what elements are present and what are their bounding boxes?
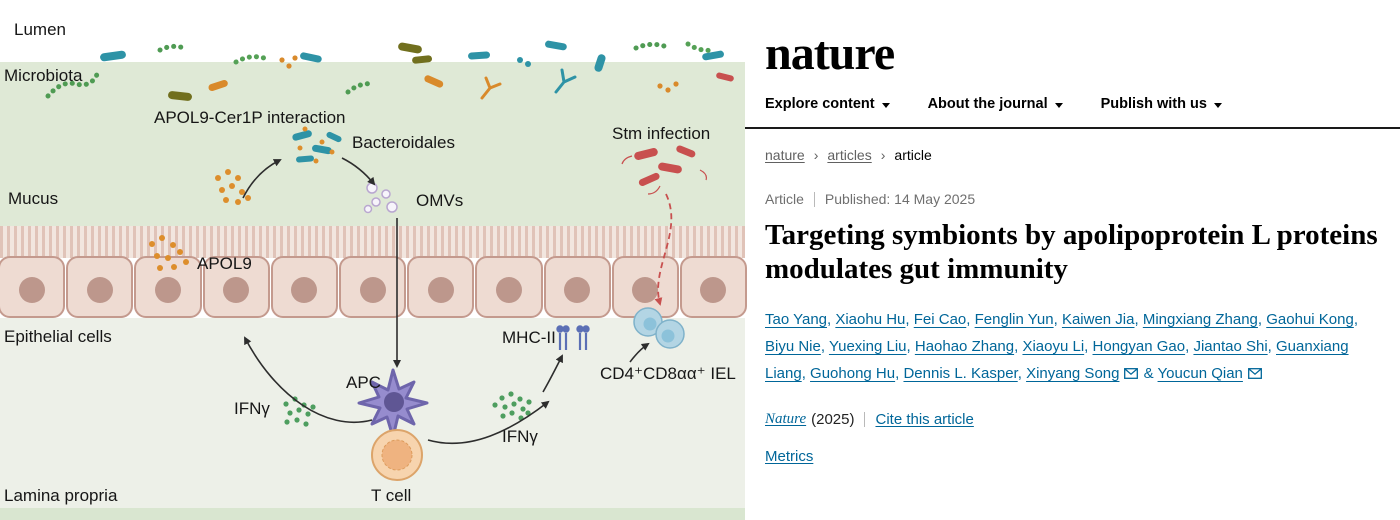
epithelial-cell [543, 256, 611, 318]
page-title: Targeting symbionts by apolipoprotein L … [765, 219, 1378, 285]
label-ifng-left: IFNγ [234, 399, 270, 418]
label-omvs: OMVs [416, 191, 464, 210]
epithelial-cell [679, 256, 748, 318]
epithelial-cell [475, 256, 543, 318]
author-link[interactable]: Fenglin Yun [974, 311, 1054, 329]
author-link[interactable]: Fei Cao [913, 311, 967, 329]
epithelial-cell [202, 256, 270, 318]
nav-label: Publish with us [1100, 96, 1207, 112]
breadcrumb-article: article [894, 147, 932, 163]
nucleus [564, 277, 591, 303]
epithelial-cell [66, 256, 134, 318]
author-link[interactable]: Dennis L. Kasper [903, 365, 1018, 383]
nucleus [427, 277, 454, 303]
email-icon[interactable] [1247, 368, 1262, 380]
label-stm-infection: Stm infection [612, 124, 711, 143]
label-ifng-right: IFNγ [502, 427, 538, 446]
nucleus [495, 277, 522, 303]
label-apol9-cer1p: APOL9-Cer1P interaction [154, 108, 346, 127]
email-icon[interactable] [1124, 368, 1139, 380]
chevron-right-icon: › [880, 147, 886, 163]
figure-panel: Lumen Microbiota APOL9-Cer1P interaction… [0, 20, 748, 520]
label-mucus: Mucus [8, 189, 59, 208]
chevron-down-icon [881, 102, 890, 108]
chevron-down-icon [1054, 102, 1063, 108]
label-bacteroidales: Bacteroidales [352, 133, 456, 152]
nav-label: About the journal [927, 96, 1048, 112]
brush-border-layer [0, 226, 745, 258]
meta-divider [813, 191, 815, 207]
header-nav: Explore content About the journal Publis… [765, 96, 1400, 112]
nucleus [223, 277, 250, 303]
nucleus [86, 277, 113, 303]
epithelial-cell [407, 256, 475, 318]
article-type: Article [765, 191, 804, 207]
nucleus [700, 277, 727, 303]
author-link[interactable]: Xiaohu Hu [835, 311, 906, 329]
nav-about-the-journal[interactable]: About the journal [928, 96, 1063, 112]
nucleus [18, 277, 45, 303]
epithelial-cells-row [0, 256, 748, 318]
author-link[interactable]: Haohao Zhang [914, 338, 1015, 356]
journal-year: (2025) [811, 411, 855, 429]
author-link[interactable]: Yuexing Liu [828, 338, 907, 356]
author-link[interactable]: Guanxiang Liang [765, 338, 1349, 383]
author-link[interactable]: Tao Yang [765, 311, 827, 329]
journal-link[interactable]: Nature [765, 411, 807, 428]
lamina-propria-layer [0, 318, 745, 508]
chevron-down-icon [1213, 102, 1222, 108]
label-iel: CD4⁺CD8αα⁺ IEL [600, 364, 736, 383]
author-link[interactable]: Hongyan Gao [1092, 338, 1186, 356]
label-apc: APC [346, 373, 381, 392]
nucleus [154, 277, 181, 303]
article-meta: Article Published: 14 May 2025 [765, 191, 1400, 207]
author-link[interactable]: Gaohui Kong [1266, 311, 1354, 329]
nucleus [632, 277, 659, 303]
nucleus [359, 277, 386, 303]
author-link[interactable]: Jiantao Shi [1193, 338, 1268, 356]
nav-explore-content[interactable]: Explore content [765, 96, 890, 112]
breadcrumb-articles[interactable]: articles [827, 147, 872, 163]
author-link[interactable]: Youcun Qian [1157, 365, 1243, 383]
epithelial-cell [270, 256, 338, 318]
citation-divider [864, 412, 866, 428]
nature-logo[interactable]: nature [765, 27, 895, 80]
epithelial-cell [0, 256, 66, 318]
nav-label: Explore content [765, 96, 875, 112]
epithelial-cell [611, 256, 679, 318]
article-panel: nature Explore content About the journal… [745, 0, 1400, 520]
published-date: Published: 14 May 2025 [824, 191, 976, 207]
breadcrumb: nature › articles › article [765, 147, 1400, 163]
author-link[interactable]: Xiaoyu Li [1022, 338, 1085, 356]
author-link[interactable]: Biyu Nie [765, 338, 821, 356]
label-mhc2: MHC-II [502, 328, 556, 347]
epithelial-cell [338, 256, 407, 318]
chevron-right-icon: › [813, 147, 819, 163]
metrics-link[interactable]: Metrics [765, 448, 814, 466]
epithelial-cell [134, 256, 202, 318]
header-divider [745, 127, 1400, 129]
nucleus [291, 277, 318, 303]
authors-line: Tao Yang, Xiaohu Hu, Fei Cao, Fenglin Yu… [765, 311, 1358, 383]
breadcrumb-nature[interactable]: nature [765, 147, 805, 163]
citation-line: Nature (2025) Cite this article [765, 411, 1400, 428]
label-apol9: APOL9 [197, 254, 252, 273]
cite-this-article-link[interactable]: Cite this article [875, 411, 974, 429]
author-link[interactable]: Guohong Hu [810, 365, 896, 383]
author-link[interactable]: Mingxiang Zhang [1142, 311, 1258, 329]
label-tcell: T cell [371, 486, 412, 505]
author-link[interactable]: Xinyang Song [1026, 365, 1120, 383]
label-microbiota: Microbiota [4, 66, 83, 85]
bottom-border-layer [0, 508, 745, 520]
label-lumen: Lumen [14, 20, 66, 39]
label-epithelial: Epithelial cells [4, 327, 112, 346]
author-link[interactable]: Kaiwen Jia [1061, 311, 1135, 329]
nav-publish-with-us[interactable]: Publish with us [1101, 96, 1222, 112]
label-lamina: Lamina propria [4, 486, 118, 505]
